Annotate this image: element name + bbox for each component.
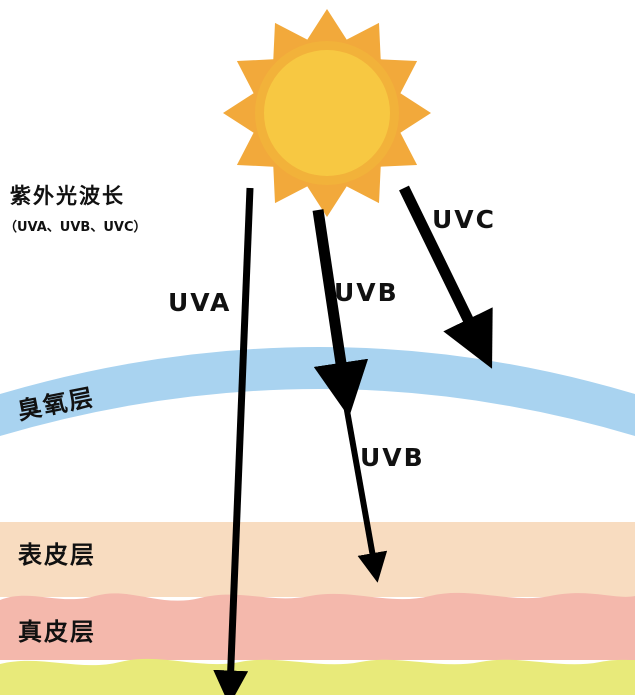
epidermis-layer	[0, 522, 635, 597]
diagram-title: 紫外光波长	[10, 184, 125, 208]
uva-arrow	[213, 187, 254, 695]
uvb-below-ozone-label: UVB	[360, 443, 425, 472]
uva-label: UVA	[168, 288, 232, 317]
uvc-label: UVC	[432, 205, 496, 234]
uvc-arrow	[399, 185, 493, 369]
ozone-layer	[0, 347, 635, 436]
uvb-label: UVB	[334, 278, 399, 307]
uvb-attenuated-arrow	[340, 387, 388, 583]
diagram-subtitle: （UVA、UVB、UVC）	[4, 220, 147, 235]
dermis-label: 真皮层	[18, 618, 96, 646]
subcutis-layer	[0, 658, 635, 695]
sun-icon	[223, 9, 431, 217]
dermis-layer	[0, 592, 635, 660]
uvb-arrow	[312, 209, 369, 418]
epidermis-label: 表皮层	[18, 541, 96, 569]
